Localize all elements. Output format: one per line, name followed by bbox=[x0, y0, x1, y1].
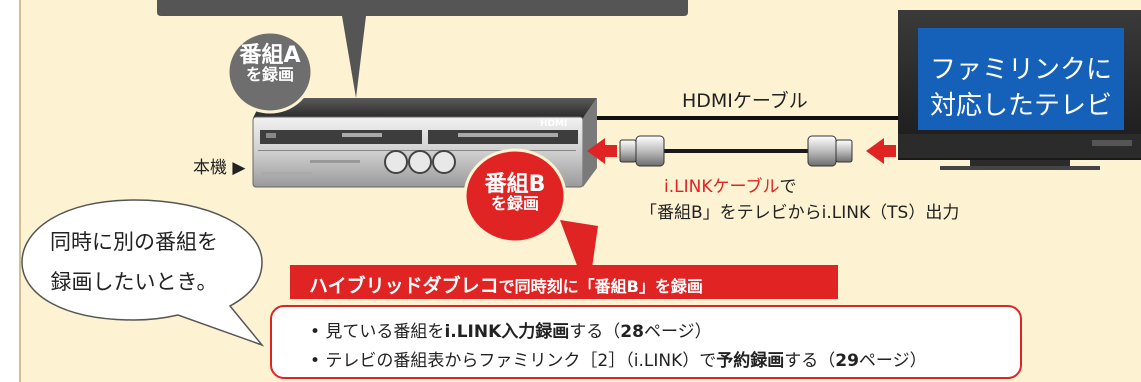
badge-a-circle bbox=[226, 30, 314, 114]
bullet-item: • テレビの番組表からファミリンク［2］（i.LINK）で予約録画する（29ペー… bbox=[310, 346, 927, 371]
top-callout bbox=[157, 0, 688, 98]
badge-a-line2: を録画 bbox=[245, 65, 294, 85]
bullet-pre: • テレビの番組表からファミリンク［2］（i.LINK）で bbox=[310, 351, 717, 371]
badge-b-line1: 番組B bbox=[484, 172, 546, 197]
bullet-mid: する（ bbox=[784, 351, 836, 371]
bubble-line1: 同時に別の番組を bbox=[50, 230, 218, 254]
hdmi-cable-label: HDMIケーブル bbox=[682, 90, 808, 112]
badge-b-line2: を録画 bbox=[490, 194, 539, 214]
ilink-caption-line2: 「番組B」をテレビからi.LINK（TS）出力 bbox=[640, 203, 960, 223]
speech-bubble-text: 同時に別の番組を 録画したいとき。 bbox=[36, 222, 232, 302]
feature-banner-text: ハイブリッドダブレコで同時刻に「番組B」を録画 bbox=[309, 271, 703, 298]
bullet-post: ページ） bbox=[858, 351, 927, 371]
tv-line2: 対応したテレビ bbox=[929, 91, 1112, 121]
bullet-bold: 予約録画 bbox=[716, 351, 785, 371]
badge-b-circle bbox=[463, 148, 567, 244]
tv-line1: ファミリンクに bbox=[929, 55, 1112, 85]
banner-part1: ハイブリッドダブレコ bbox=[309, 275, 499, 297]
bullet-pre: • 見ている番組を bbox=[310, 322, 445, 342]
speech-bubble bbox=[21, 199, 265, 347]
tv-device bbox=[898, 10, 1141, 170]
badge-a-text: 番組A を録画 bbox=[228, 44, 312, 84]
bullet-box bbox=[270, 305, 1022, 379]
bubble-line2: 録画したいとき。 bbox=[50, 270, 218, 294]
feature-banner bbox=[290, 265, 838, 299]
recorder-tag: 本機 ▶ bbox=[193, 158, 246, 178]
recorder-brand-label: HDMI bbox=[540, 119, 568, 129]
badge-b-pointer bbox=[560, 220, 598, 268]
bullet-page-ref: 28 bbox=[620, 322, 644, 342]
ilink-cable-suffix: で bbox=[779, 177, 797, 197]
bullet-mid: する（ bbox=[569, 322, 621, 342]
bullet-post: ページ） bbox=[643, 322, 712, 342]
arrow-to-recorder-icon bbox=[587, 138, 617, 164]
bullet-bold: i.LINK入力録画 bbox=[444, 322, 570, 342]
bullet-item: • 見ている番組をi.LINK入力録画する（28ページ） bbox=[310, 317, 712, 342]
ilink-cable bbox=[619, 135, 853, 167]
tv-screen-text: ファミリンクに 対応したテレビ bbox=[918, 52, 1124, 124]
bullet-page-ref: 29 bbox=[835, 351, 859, 371]
badge-a-line1: 番組A bbox=[239, 43, 301, 68]
banner-part2: で同時刻に「番組B」を録画 bbox=[498, 277, 703, 296]
badge-b-text: 番組B を録画 bbox=[465, 173, 565, 213]
ilink-caption-line1: i.LINKケーブルで bbox=[664, 172, 796, 197]
arrow-from-tv-icon bbox=[866, 138, 896, 164]
ilink-cable-label: i.LINKケーブル bbox=[664, 177, 780, 197]
